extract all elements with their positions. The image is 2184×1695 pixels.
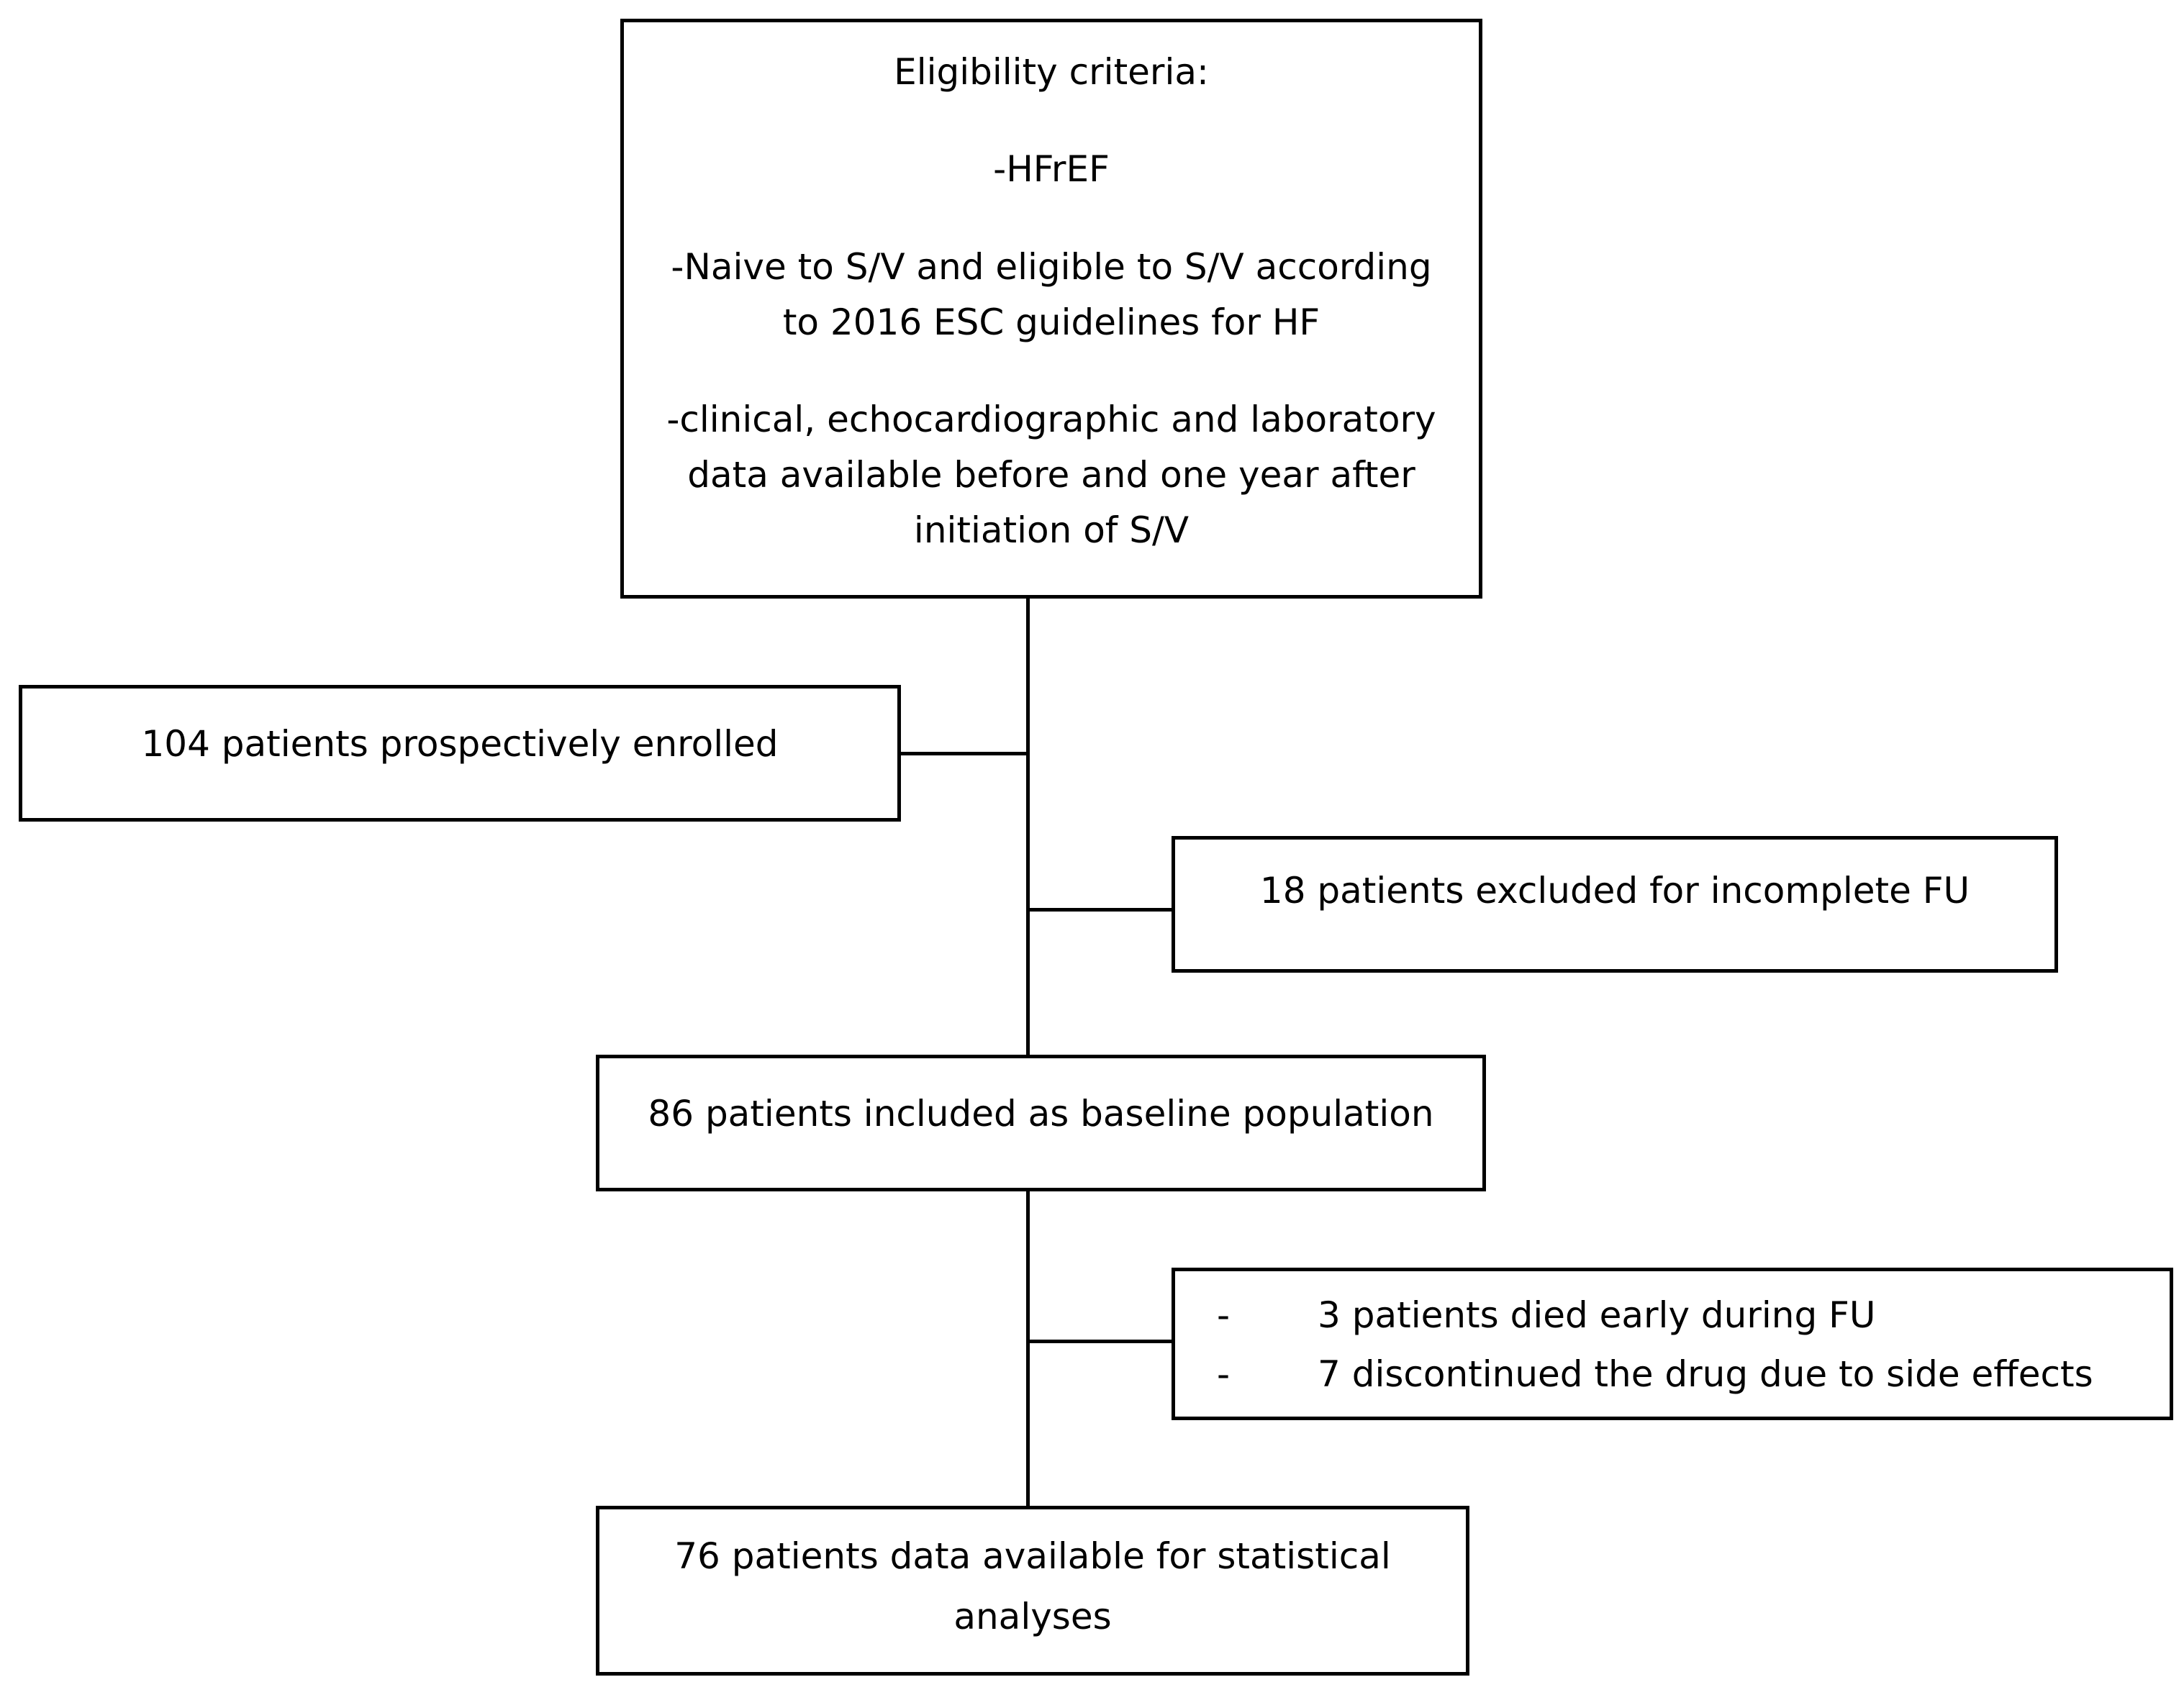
final-text-line1: 76 patients data available for statistic… [674, 1535, 1391, 1577]
baseline-text: 86 patients included as baseline populat… [648, 1093, 1434, 1135]
eligibility-criteria-box: Eligibility criteria: -HFrEF -Naive to S… [620, 19, 1482, 599]
enrolled-box: 104 patients prospectively enrolled [19, 685, 901, 822]
dropouts-box: - 3 patients died early during FU - 7 di… [1172, 1268, 2173, 1420]
criterion-data-line2: data available before and one year after [687, 454, 1415, 496]
dropout-bullet: - [1217, 1353, 1231, 1395]
main-spine-upper [1026, 597, 1030, 1058]
main-spine-lower [1026, 1191, 1030, 1507]
dropouts-connector [1026, 1340, 1173, 1343]
final-box: 76 patients data available for statistic… [596, 1506, 1469, 1676]
dropout-text: 3 patients died early during FU [1318, 1294, 1876, 1336]
final-text-line2: analyses [953, 1596, 1112, 1637]
enrolled-text: 104 patients prospectively enrolled [141, 723, 779, 765]
criterion-data-line3: initiation of S/V [913, 509, 1190, 551]
dropout-bullet: - [1217, 1294, 1231, 1336]
excluded-connector [1026, 908, 1173, 912]
baseline-box: 86 patients included as baseline populat… [596, 1055, 1486, 1191]
criterion-naive-line2: to 2016 ESC guidelines for HF [782, 301, 1320, 343]
eligibility-title: Eligibility criteria: [894, 51, 1209, 93]
dropout-text: 7 discontinued the drug due to side effe… [1318, 1353, 2093, 1395]
enrolled-connector [900, 752, 1030, 755]
criterion-naive-line1: -Naive to S/V and eligible to S/V accord… [671, 246, 1432, 288]
criterion-data-line1: -clinical, echocardiographic and laborat… [666, 399, 1436, 440]
excluded-box: 18 patients excluded for incomplete FU [1172, 836, 2058, 973]
excluded-text: 18 patients excluded for incomplete FU [1259, 870, 1970, 912]
criterion-hfref: -HFrEF [993, 148, 1110, 190]
